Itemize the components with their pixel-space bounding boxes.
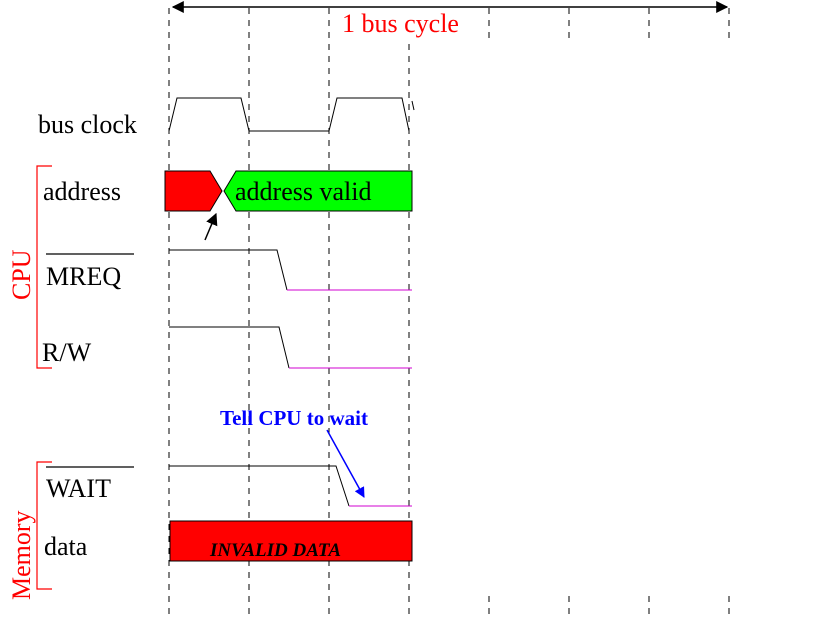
label-bus-clock: bus clock: [38, 110, 137, 139]
bus-cycle-label: 1 bus cycle: [342, 9, 459, 38]
wait-waveform-high: [169, 465, 350, 507]
address-invalid-segment: [164, 170, 223, 212]
memory-bracket: [36, 461, 52, 590]
cpu-bracket: [36, 165, 52, 369]
tell-cpu-arrow: [326, 429, 365, 498]
mreq-waveform-high: [169, 249, 288, 291]
cpu-group-label: CPU: [7, 249, 36, 300]
bus-cycle-label-bg: [338, 8, 488, 38]
address-valid-label: address valid: [235, 177, 371, 206]
time-gridlines: [168, 8, 730, 616]
label-mreq: MREQ: [46, 262, 121, 291]
tell-cpu-annotation: Tell CPU to wait: [220, 406, 368, 430]
data-invalid-segment: [169, 520, 413, 562]
bus-clock-waveform: [168, 97, 410, 132]
label-address: address: [43, 177, 121, 206]
address-valid-segment: [223, 170, 413, 212]
rw-waveform-high: [169, 326, 290, 369]
label-wait: WAIT: [46, 474, 111, 503]
invalid-data-label: INVALID DATA: [209, 540, 341, 561]
label-data: data: [44, 532, 88, 561]
label-rw: R/W: [42, 338, 92, 367]
address-transition-arrow: [204, 212, 218, 241]
memory-group-label: Memory: [7, 510, 36, 600]
bus-clock-edge-tick: [411, 100, 415, 111]
